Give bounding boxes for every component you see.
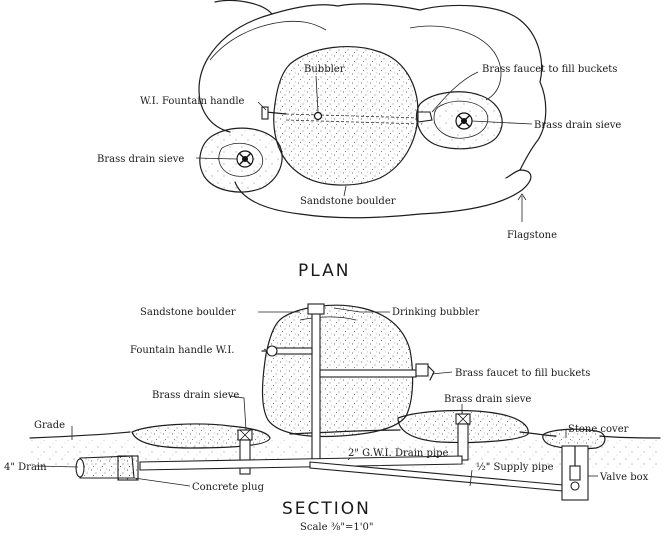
- handle-pipe: [275, 347, 313, 355]
- sec-label-stone-cover: Stone cover: [568, 424, 629, 435]
- leader-sec-drain-left: [229, 395, 247, 431]
- sec-label-drain-pipe: 2" G.W.I. Drain pipe: [348, 448, 449, 459]
- leader-handle: [257, 101, 267, 111]
- section-drain-sieve-right-icon: [455, 413, 471, 461]
- section-title: SECTION: [282, 499, 371, 519]
- sec-label-bubbler: Drinking bubbler: [392, 307, 479, 318]
- valve-box: [561, 445, 589, 501]
- section-flagstone-left: [131, 423, 271, 449]
- plan-handle-bar: [265, 111, 287, 115]
- flagstone-outline-left: [198, 13, 273, 133]
- leader-sec-plug: [133, 477, 191, 487]
- leader-sec-drain-pipe: [347, 457, 351, 461]
- plan-supply-line-2: [285, 119, 423, 125]
- plan-supply-line: [285, 113, 423, 119]
- plan-label-flagstone: Flagstone: [507, 230, 557, 241]
- section-stone-cover: [542, 428, 606, 450]
- plan-label-boulder: Sandstone boulder: [300, 196, 396, 207]
- flagstone-outline-right-inner: [409, 25, 502, 101]
- flagstone-outline-inner: [209, 20, 327, 61]
- sec-label-valve-box: Valve box: [599, 472, 649, 483]
- plan-label-bubbler: Bubbler: [304, 64, 345, 75]
- section-drain-sieve-left-icon: [237, 429, 253, 475]
- section-scale: Scale ⅜"=1'0": [300, 522, 373, 533]
- flagstone-outline-upper: [214, 0, 547, 171]
- faucet-pipe: [319, 369, 417, 378]
- leader-faucet: [431, 71, 479, 113]
- leader-sec-bubbler: [333, 307, 390, 313]
- plan-title: PLAN: [298, 261, 350, 281]
- plan-drain-sieve-left-icon: [236, 150, 254, 168]
- sec-label-drain: 4" Drain: [4, 462, 47, 473]
- leader-sec-handle: [263, 348, 267, 351]
- leader-drain-left: [195, 157, 238, 160]
- leader-sec-supply: [469, 469, 473, 487]
- sec-label-drain-left: Brass drain sieve: [152, 390, 239, 401]
- plan-label-drain-left: Brass drain sieve: [97, 154, 184, 165]
- concrete-plug: [117, 455, 139, 481]
- plan-drain-sieve-right-icon: [455, 112, 473, 130]
- plan-label-handle: W.I. Fountain handle: [140, 96, 245, 107]
- sec-label-faucet: Brass faucet to fill buckets: [455, 368, 590, 379]
- leader-bubbler: [315, 75, 319, 113]
- sec-label-grade: Grade: [34, 420, 65, 431]
- plan-view: Bubbler Brass faucet to fill buckets W.I…: [97, 0, 621, 281]
- leader-sec-drain: [35, 465, 79, 468]
- drain-pipe: [139, 455, 463, 471]
- leader-sec-faucet: [431, 371, 453, 375]
- section-view: Sandstone boulder Drinking bubbler Fount…: [4, 303, 661, 533]
- plan-handle-grip: [261, 106, 269, 120]
- sec-label-handle: Fountain handle W.I.: [130, 345, 234, 356]
- plan-faucet-icon: [417, 111, 433, 123]
- flagstone-outline-lower: [234, 169, 532, 219]
- sec-label-drain-right: Brass drain sieve: [444, 394, 531, 405]
- faucet-icon: [415, 363, 429, 377]
- sec-label-boulder: Sandstone boulder: [140, 307, 236, 318]
- plan-sandstone-boulder: [273, 46, 419, 186]
- plan-label-faucet: Brass faucet to fill buckets: [482, 64, 617, 75]
- plan-bubbler-icon: [313, 111, 323, 121]
- bubbler-head: [307, 303, 325, 315]
- leader-boulder: [343, 185, 347, 197]
- plan-label-drain-right: Brass drain sieve: [534, 120, 621, 131]
- riser-pipe: [311, 311, 321, 463]
- sec-label-supply: ½" Supply pipe: [476, 462, 554, 473]
- leader-drain-right: [471, 120, 533, 125]
- sec-label-concrete-plug: Concrete plug: [192, 482, 265, 493]
- handle-wheel-icon: [266, 345, 278, 357]
